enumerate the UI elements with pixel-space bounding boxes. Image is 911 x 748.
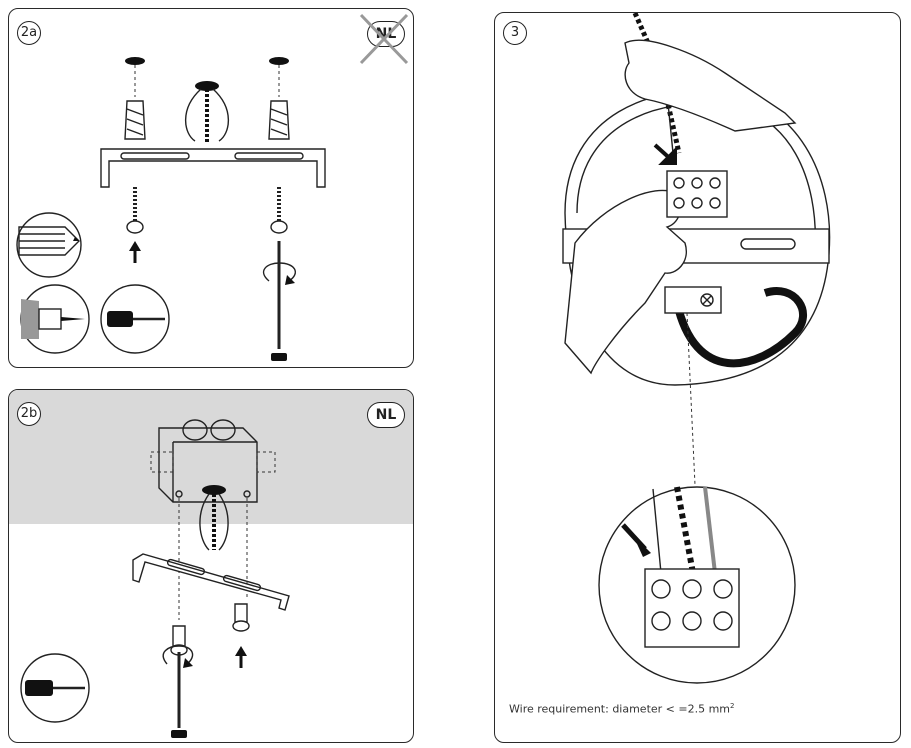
hand-left [564,189,687,375]
up-arrow-icon [235,646,247,668]
wall-mount-illustration [16,13,409,361]
up-arrow-icon [129,241,141,263]
wire-requirement-note: Wire requirement: diameter < =2.5 mm2 [509,702,735,716]
terminal-block-top [666,170,728,218]
panel-2b: 2b NL [8,389,414,743]
panel-3: 3 [494,12,901,743]
hand-top [624,39,797,132]
step-label: 3 [503,21,527,45]
step-label: 2a [17,21,41,45]
step-label: 2b [17,402,41,426]
pencil-icon [16,212,82,278]
wiring-illustration [562,13,831,684]
junction-box [150,419,276,503]
wall-plug-right [268,100,290,140]
wall-plug-left [124,100,146,140]
screwdriver-icon [20,653,90,723]
drill-icon [20,284,90,354]
nl-badge: NL [367,402,405,428]
mounting-bracket [132,553,290,611]
zoom-detail [598,486,796,684]
rotate-arrow-icon [162,645,194,668]
no-nl-icon [359,13,409,65]
mounting-bracket [100,148,326,188]
ceiling-mount-illustration [20,419,290,738]
panel-2a: 2a NL [8,8,414,368]
screwdriver-icon [100,284,170,354]
